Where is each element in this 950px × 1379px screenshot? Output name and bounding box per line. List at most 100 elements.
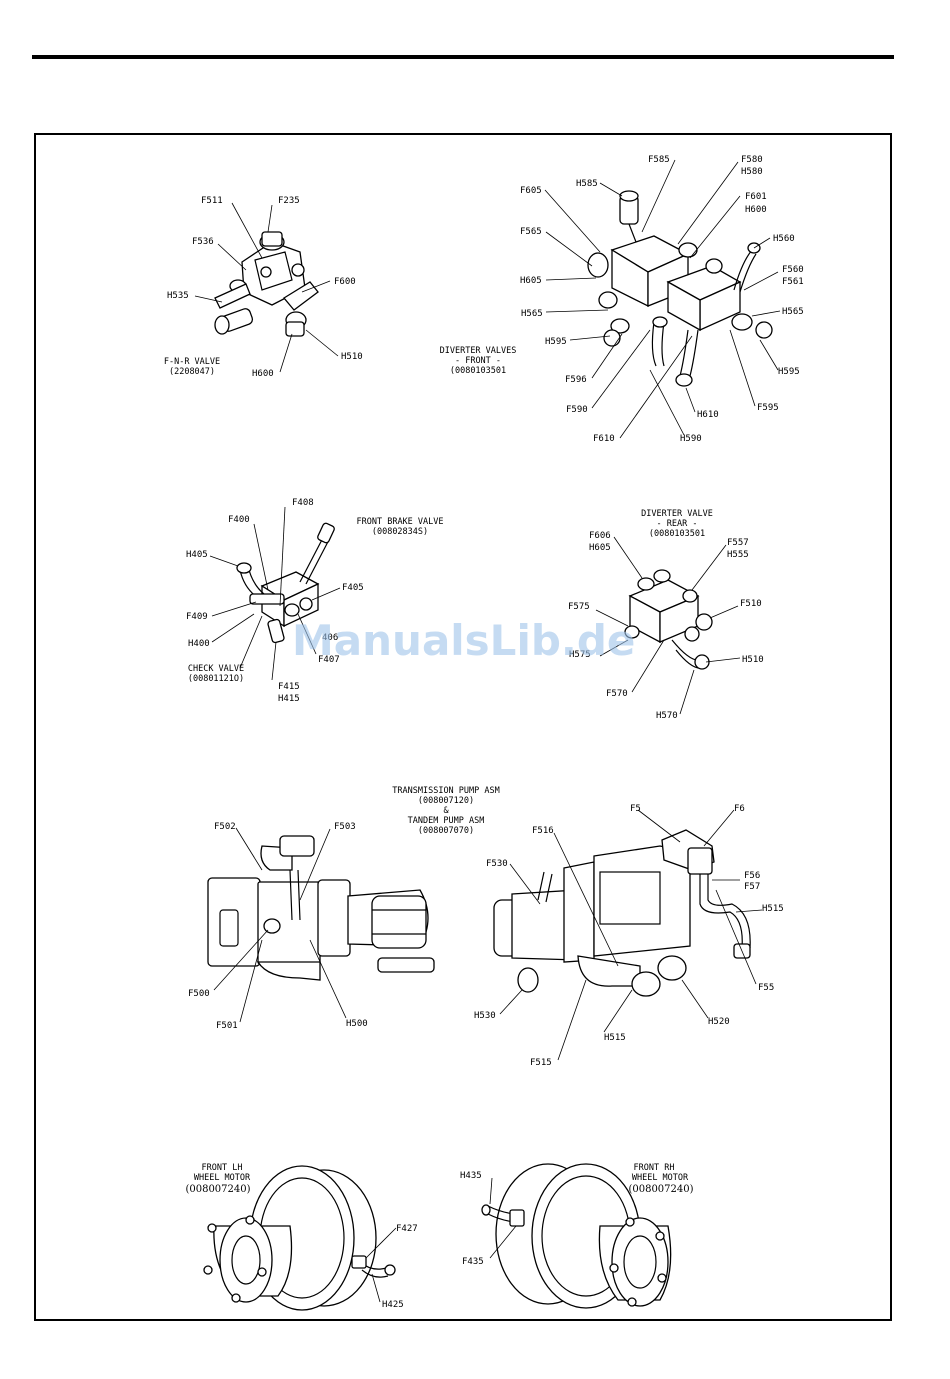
label-F501: F501 — [216, 1021, 238, 1031]
label-F408: F408 — [292, 498, 314, 508]
label-H400: H400 — [188, 639, 210, 649]
pump-left-view — [207, 827, 435, 1023]
title-front-brake-valve: FRONT BRAKE VALVE — [357, 517, 444, 527]
wheel-motor-rh — [481, 1163, 672, 1309]
label-F503: F503 — [334, 822, 356, 832]
title-lh-wheel-motor-part: (008007240) — [185, 1184, 250, 1195]
label-H510: H510 — [742, 655, 764, 665]
label-H435: H435 — [460, 1171, 482, 1181]
label-F585: F585 — [648, 155, 670, 165]
label-F427: F427 — [396, 1224, 418, 1234]
label-H580: H580 — [741, 167, 763, 177]
title-check-valve-part: (00801121O) — [188, 674, 244, 684]
label-H600: H600 — [745, 205, 767, 215]
label-H590: H590 — [680, 434, 702, 444]
title-diverter-front-part: (0080103501 — [450, 366, 506, 376]
label-F500: F500 — [188, 989, 210, 999]
label-H515-lower: H515 — [604, 1033, 626, 1043]
label-H585: H585 — [576, 179, 598, 189]
label-F570: F570 — [606, 689, 628, 699]
title-transmission-pump: TRANSMISSION PUMP ASM — [392, 786, 499, 796]
title-diverter-rear-sub: - REAR - — [657, 519, 698, 529]
label-H565: H565 — [521, 309, 543, 319]
front-brake-valve-assembly — [209, 506, 341, 681]
label-F511: F511 — [201, 196, 223, 206]
title-fnr-valve: F-N-R VALVE — [164, 357, 220, 367]
wheel-motor-lh — [203, 1165, 397, 1311]
label-F502: F502 — [214, 822, 236, 832]
title-diverter-rear-part: (0080103501 — [649, 529, 705, 539]
label-H595: H595 — [545, 337, 567, 347]
label-H600: H600 — [252, 369, 274, 379]
label-F590: F590 — [566, 405, 588, 415]
label-H530: H530 — [474, 1011, 496, 1021]
pump-right-view — [493, 809, 763, 1061]
title-diverter-rear: DIVERTER VALVE — [641, 509, 713, 519]
label-F601: F601 — [745, 192, 767, 202]
diverter-rear-assembly — [595, 536, 741, 715]
label-H565-right: H565 — [782, 307, 804, 317]
title-front-brake-valve-part: (00802834S) — [372, 527, 428, 537]
label-F596: F596 — [565, 375, 587, 385]
watermark: ManualsLib.de — [292, 616, 635, 665]
label-H610: H610 — [697, 410, 719, 420]
title-check-valve: CHECK VALVE — [188, 664, 244, 674]
title-diverter-front: DIVERTER VALVES — [440, 346, 517, 356]
label-F516: F516 — [532, 826, 554, 836]
label-F565: F565 — [520, 227, 542, 237]
label-F405: F405 — [342, 583, 364, 593]
label-H405: H405 — [186, 550, 208, 560]
title-diverter-front-sub: - FRONT - — [455, 356, 501, 366]
label-H425: H425 — [382, 1300, 404, 1310]
label-F606: F606 — [589, 531, 611, 541]
title-rh-wheel-motor: WHEEL MOTOR — [632, 1173, 689, 1183]
label-F515: F515 — [530, 1058, 552, 1068]
title-rh-wheel-motor-part: (008007240) — [628, 1184, 693, 1195]
label-F530: F530 — [486, 859, 508, 869]
title-ampersand: & — [443, 806, 449, 816]
label-H555: H555 — [727, 550, 749, 560]
label-H500: H500 — [346, 1019, 368, 1029]
label-H605: H605 — [589, 543, 611, 553]
label-F235: F235 — [278, 196, 300, 206]
label-F55: F55 — [758, 983, 774, 993]
title-front-lh: FRONT LH — [202, 1163, 243, 1173]
label-F57: F57 — [744, 882, 760, 892]
label-F595: F595 — [757, 403, 779, 413]
label-F580: F580 — [741, 155, 763, 165]
label-F600: F600 — [334, 277, 356, 287]
fnr-valve-assembly — [194, 202, 339, 373]
label-F510: F510 — [740, 599, 762, 609]
label-F6: F6 — [734, 804, 745, 814]
title-lh-wheel-motor: WHEEL MOTOR — [194, 1173, 251, 1183]
label-F435: F435 — [462, 1257, 484, 1267]
label-F575: F575 — [568, 602, 590, 612]
label-F400: F400 — [228, 515, 250, 525]
label-F561: F561 — [782, 277, 804, 287]
label-F536: F536 — [192, 237, 214, 247]
label-F610: F610 — [593, 434, 615, 444]
label-H595-right: H595 — [778, 367, 800, 377]
title-fnr-valve-part: (2208047) — [169, 367, 215, 377]
label-F409: F409 — [186, 612, 208, 622]
diagram-frame — [34, 133, 892, 1321]
title-tandem-pump: TANDEM PUMP ASM — [408, 816, 485, 826]
title-front-rh: FRONT RH — [634, 1163, 675, 1173]
label-H415: H415 — [278, 694, 300, 704]
label-F56: F56 — [744, 871, 760, 881]
label-H520: H520 — [708, 1017, 730, 1027]
label-H575: H575 — [569, 650, 591, 660]
label-H570: H570 — [656, 711, 678, 721]
diverter-front-assembly — [544, 159, 781, 439]
label-F557: F557 — [727, 538, 749, 548]
label-H515: H515 — [762, 904, 784, 914]
title-transmission-pump-part: (008007120) — [418, 796, 474, 806]
label-F407: F407 — [318, 655, 340, 665]
label-F5: F5 — [630, 804, 641, 814]
header-rule — [32, 55, 894, 59]
label-H560: H560 — [773, 234, 795, 244]
label-406: 406 — [322, 633, 338, 643]
label-F605: F605 — [520, 186, 542, 196]
title-tandem-pump-part: (008007070) — [418, 826, 474, 836]
